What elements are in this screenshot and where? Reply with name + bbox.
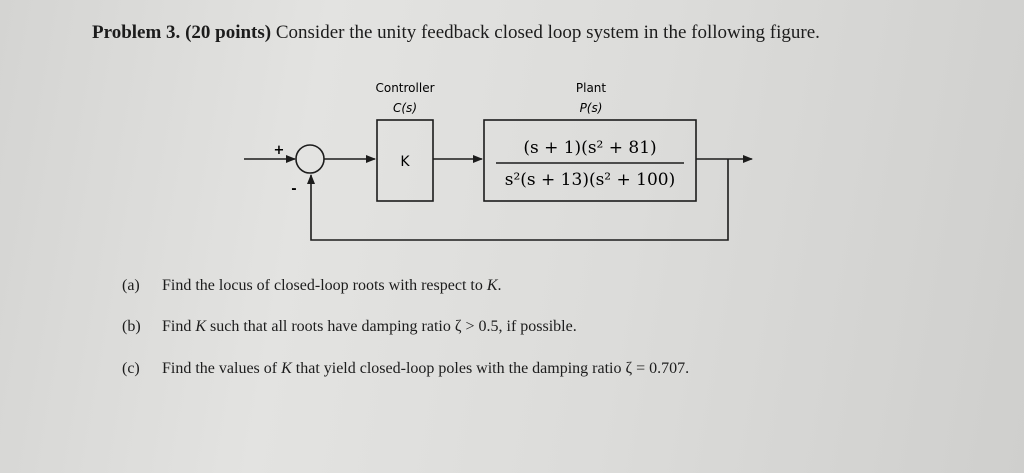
question-c-text-before: Find the values of [162, 360, 282, 377]
question-c-label: (c) [122, 360, 140, 377]
question-b-text-before: Find [162, 318, 196, 335]
minus-sign: - [291, 182, 296, 197]
controller-label: Controller [375, 81, 434, 95]
controller-block [376, 119, 434, 202]
plant-denominator: s²(s + 13)(s² + 100) [505, 170, 676, 190]
controller-symbol: C(s) [393, 101, 417, 115]
question-b-text-after: such that all roots have damping ratio ζ… [206, 318, 577, 335]
question-c-var: K [281, 360, 292, 377]
problem-text: Consider the unity feedback closed loop … [275, 22, 820, 43]
question-c: (c) Find the values of K that yield close… [122, 360, 689, 378]
plant-block [483, 119, 697, 202]
summing-junction [295, 144, 325, 174]
question-a-label: (a) [122, 277, 140, 294]
question-a: (a) Find the locus of closed-loop roots w… [122, 277, 502, 295]
problem-points: (20 points) [185, 22, 272, 43]
problem-label: Problem 3. [92, 22, 181, 43]
problem-statement: Problem 3. (20 points) Consider the unit… [92, 22, 820, 44]
question-a-text-after: . [497, 277, 502, 294]
question-c-text-after: that yield closed-loop poles with the da… [291, 360, 690, 377]
feedback-path [307, 159, 729, 241]
question-b-label: (b) [122, 318, 141, 335]
controller-gain: K [400, 154, 410, 170]
question-b: (b) Find K such that all roots have dampi… [122, 318, 577, 336]
plant-label: Plant [576, 81, 607, 95]
plant-numerator: (s + 1)(s² + 81) [523, 138, 656, 158]
question-b-var: K [195, 318, 207, 335]
plant-symbol: P(s) [580, 101, 603, 115]
question-a-var: K [486, 277, 498, 294]
plus-sign: + [274, 143, 285, 158]
question-a-text-before: Find the locus of closed-loop roots with… [162, 277, 487, 294]
